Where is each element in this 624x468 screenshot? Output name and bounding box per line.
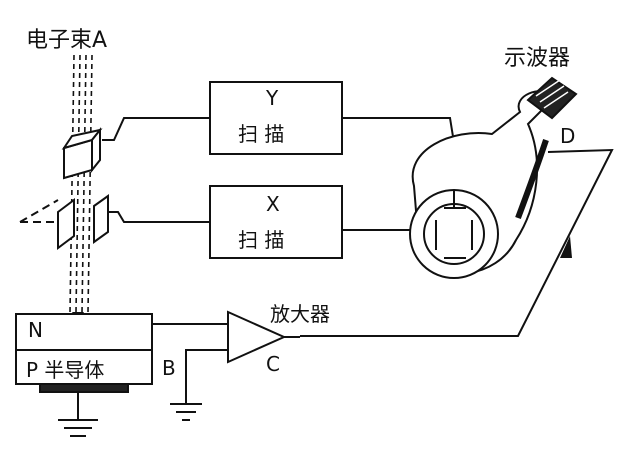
y-scan-label-top: Y <box>266 86 279 110</box>
y-scan-label-bottom: 扫 描 <box>238 122 285 146</box>
wire-x-scan-left <box>108 211 210 223</box>
wire-d-arrowhead <box>560 236 572 258</box>
amplifier-label: 放大器 <box>270 302 330 326</box>
wire-d <box>300 148 614 337</box>
point-b-label: B <box>162 356 176 380</box>
p-region-label: P 半导体 <box>26 358 105 382</box>
oscilloscope-label: 示波器 <box>504 46 571 71</box>
amplifier-triangle <box>227 310 287 364</box>
x-scan-label-top: X <box>266 192 280 216</box>
ground-semiconductor <box>58 392 98 437</box>
wire-y-scan-left <box>102 117 210 141</box>
point-d-label: D <box>560 124 576 148</box>
electron-beam <box>69 54 93 313</box>
tube-neck-cap <box>526 76 578 120</box>
n-region-label: N <box>28 318 43 342</box>
wire-b-to-amp <box>185 349 228 404</box>
beam-label: 电子束A <box>26 28 108 53</box>
x-scan-label-bottom: 扫 描 <box>238 228 285 252</box>
semiconductor-block <box>15 313 153 393</box>
x-deflection-plates <box>19 194 109 250</box>
oscilloscope-tube <box>409 76 578 279</box>
ground-b <box>170 403 202 421</box>
y-deflection-plates <box>61 127 103 180</box>
point-c-label: C <box>266 352 280 376</box>
